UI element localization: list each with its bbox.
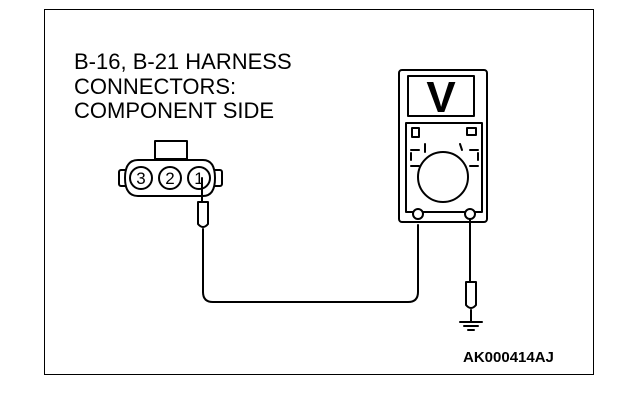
title-line-3: COMPONENT SIDE <box>74 98 275 123</box>
multimeter-display-glyph: V <box>426 73 456 122</box>
connector-pin-3 <box>129 166 153 190</box>
diagram-frame <box>44 9 594 375</box>
multimeter-display <box>407 75 475 117</box>
probe-pin-1 <box>197 177 209 293</box>
multimeter-panel <box>405 122 483 213</box>
ground-symbol-icon <box>459 321 483 331</box>
connector-pin-label-1: 1 <box>194 169 203 188</box>
harness-connector <box>118 140 223 197</box>
figure-code: AK000414AJ <box>463 349 554 366</box>
multimeter-jack-positive <box>412 208 424 220</box>
connector-latch <box>154 140 188 160</box>
multimeter <box>398 69 488 223</box>
multimeter-dial <box>417 151 469 203</box>
test-lead-wire <box>202 224 419 303</box>
multimeter-jack-negative <box>464 208 476 220</box>
title-line-2: CONNECTORS: <box>74 73 237 99</box>
ground-lead <box>465 218 477 322</box>
multimeter-switch-right <box>466 127 477 136</box>
title-line-1: B-16, B-21 HARNESS <box>74 49 292 74</box>
connector-pin-label-3: 3 <box>136 169 145 188</box>
multimeter-switch-left <box>411 127 420 138</box>
multimeter-range-marks <box>410 149 479 167</box>
connector-pin-1 <box>187 166 211 190</box>
connector-pin-2 <box>158 166 182 190</box>
multimeter-dial-ticks <box>424 143 463 153</box>
diagram-title: B-16, B-21 HARNESS CONNECTORS: COMPONENT… <box>74 49 292 124</box>
connector-pin-label-2: 2 <box>165 169 174 188</box>
